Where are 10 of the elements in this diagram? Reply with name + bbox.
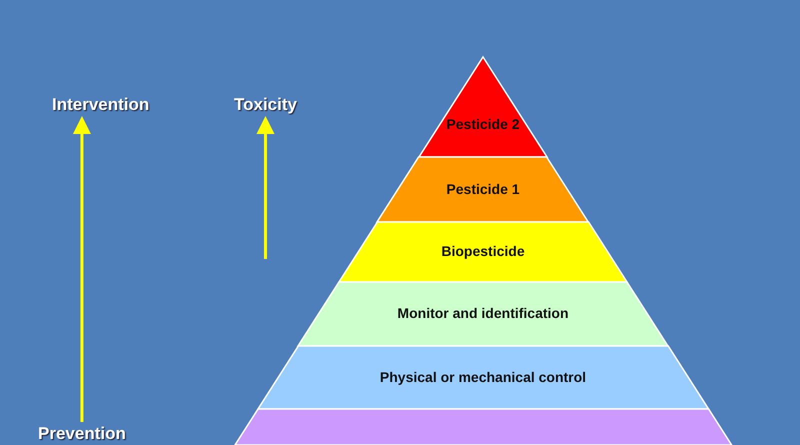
layer-label: Pesticide 2 (445, 116, 521, 132)
layer-label: Physical or mechanical control (378, 368, 588, 384)
axis-label: Prevention (38, 424, 126, 443)
layer-label: Pesticide 1 (445, 180, 521, 196)
axis-label: Intervention (52, 95, 150, 114)
axis-label: Toxicity (234, 95, 297, 114)
layer-label: Monitor and identification (396, 305, 570, 321)
layer-label: Biopesticide (440, 243, 526, 259)
arrow (72, 116, 91, 422)
arrow (256, 116, 274, 259)
